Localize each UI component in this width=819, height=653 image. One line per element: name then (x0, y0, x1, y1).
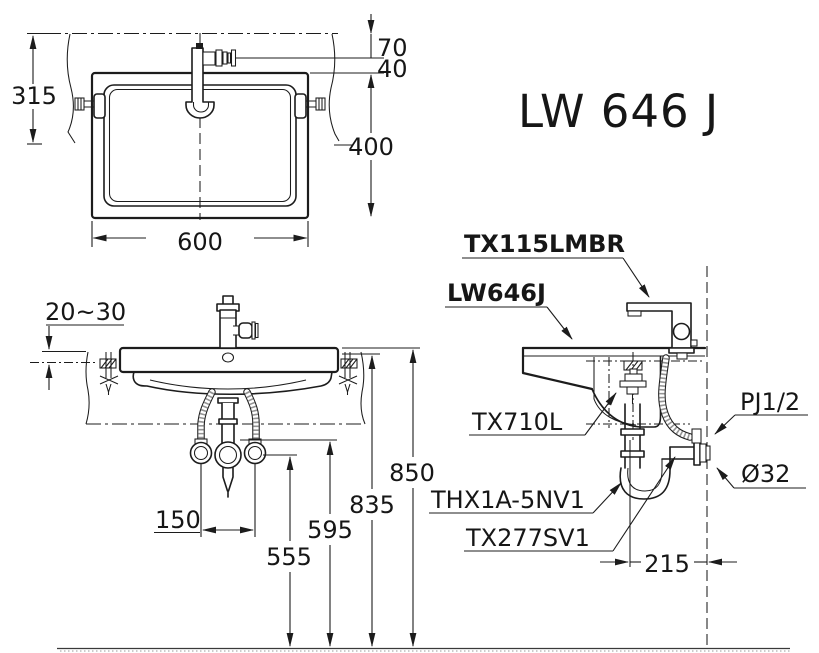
mount-bolt-left (99, 352, 119, 395)
dim-835-label: 835 (349, 491, 395, 519)
hanger-bracket-left (74, 93, 106, 119)
label-basin-model: LW646J (447, 279, 546, 307)
supply-wall-joint (691, 428, 702, 444)
supply-hose-side (658, 354, 702, 444)
dim-315: 315 (11, 35, 57, 145)
spout-tip (627, 310, 642, 317)
stop-valve-left (189, 438, 213, 465)
dim-150: 150 (154, 464, 256, 537)
label-popup-drain: TX710L (471, 408, 563, 436)
trap-end-view (214, 441, 242, 469)
basin-slab-front (118, 346, 340, 374)
wall-break-left (66, 33, 76, 144)
floor-line (57, 647, 790, 652)
dim-595-label: 595 (307, 516, 353, 544)
dim-215: 215 (600, 440, 737, 578)
faucet-side (626, 302, 698, 360)
faucet-hole (221, 352, 235, 363)
front-view: 20~30 150 555 595 835 (30, 295, 435, 647)
basin-front-edge-side (521, 346, 594, 391)
faucet-handle-side (672, 322, 691, 341)
dim-40-label: 40 (377, 55, 408, 83)
dim-150-label: 150 (155, 506, 201, 534)
bowl-outline-front (132, 371, 333, 396)
dim-215-label: 215 (644, 550, 690, 578)
wall-break-right (328, 33, 353, 146)
dim-600-label: 600 (177, 228, 223, 256)
faucet-front (216, 295, 259, 349)
label-outlet-diameter: Ø32 (741, 460, 790, 488)
dim-555-label: 555 (266, 543, 312, 571)
dim-835: 835 (342, 353, 395, 647)
wall-break-left-front (85, 351, 90, 425)
dim-315-label: 315 (11, 82, 57, 110)
bowl-outline-side (591, 356, 662, 428)
dim-595: 595 (240, 439, 353, 647)
label-flex-hose: THX1A-5NV1 (430, 486, 585, 514)
part-labels: TX115LMBR LW646J TX710L THX1A-5NV1 TX277… (429, 230, 808, 552)
faucet-plan (185, 43, 237, 119)
faucet-stub (196, 43, 203, 49)
label-supply-joint: PJ1/2 (740, 388, 800, 416)
dim-600: 600 (91, 221, 309, 256)
supply-hose-left-front (197, 388, 216, 443)
faucet-handle-plan (202, 51, 216, 66)
dim-850: 850 (342, 347, 435, 647)
mount-bolt-right (338, 352, 358, 395)
bowl-inner-front (149, 379, 307, 390)
hanger-bracket-right (294, 93, 326, 119)
supply-hose-right-front (243, 388, 260, 443)
stop-valve-right (243, 438, 267, 465)
dim-400-label: 400 (348, 133, 394, 161)
dim-70-40-400: 70 40 400 (236, 14, 408, 217)
wall-flange (693, 440, 701, 466)
dim-555: 555 (263, 454, 312, 647)
wall-break-right-front (360, 351, 366, 425)
dim-20-30-label: 20~30 (45, 298, 126, 326)
drain-front (214, 397, 242, 498)
label-faucet-model: TX115LMBR (464, 230, 625, 258)
faucet-handle-front (238, 322, 253, 339)
top-view: 315 70 40 400 600 (11, 14, 408, 256)
dim-850-label: 850 (389, 459, 435, 487)
dim-20-30: 20~30 (45, 298, 126, 390)
label-trap-model: TX277SV1 (465, 524, 590, 552)
dim-70-label: 70 (377, 34, 408, 62)
popup-drain-assembly (619, 352, 647, 440)
side-view: 215 TX115LMBR LW646J TX710L THX1A-5NV1 T… (429, 230, 808, 648)
model-title: LW 646 J (518, 85, 719, 138)
